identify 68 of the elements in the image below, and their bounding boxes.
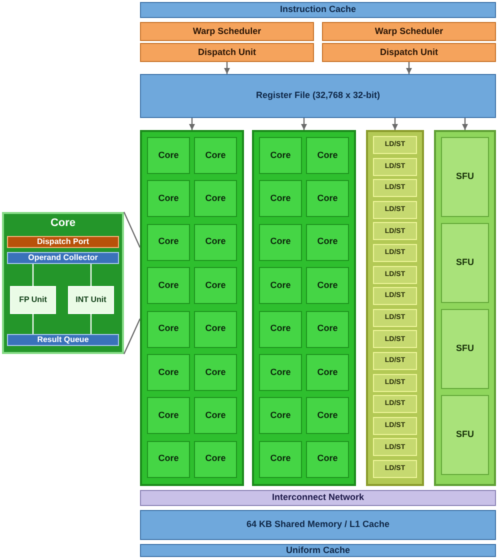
core-box: Core xyxy=(194,137,237,174)
core-box: Core xyxy=(259,224,302,261)
core-box: Core xyxy=(259,180,302,218)
dispatch-box: Dispatch Unit xyxy=(140,43,314,62)
core-box: Core xyxy=(147,354,190,391)
arrow xyxy=(189,118,195,130)
core-box: Core xyxy=(306,137,349,174)
sfu-box: SFU xyxy=(441,395,489,475)
sfu-panel xyxy=(434,130,496,486)
connector-line xyxy=(123,318,141,354)
register-file-box: Register File (32,768 x 32-bit) xyxy=(140,74,496,118)
dispatch-box: Dispatch Unit xyxy=(322,43,496,62)
core-box: Core xyxy=(194,397,237,434)
core-box: Core xyxy=(259,397,302,434)
core-box: Core xyxy=(147,224,190,261)
core-group-panel xyxy=(252,130,356,486)
unit-box: FP Unit xyxy=(10,286,56,314)
cache-bar: Instruction Cache xyxy=(140,2,496,18)
core-box: Core xyxy=(194,310,237,348)
arrow xyxy=(301,118,307,130)
arrow xyxy=(406,62,412,74)
core-box: Core xyxy=(306,310,349,348)
core-box: Core xyxy=(147,180,190,218)
arrow xyxy=(224,62,230,74)
core-box: Core xyxy=(147,137,190,174)
sfu-box: SFU xyxy=(441,223,489,303)
connector-line xyxy=(90,314,92,334)
core-detail-panel xyxy=(2,212,124,354)
core-box: Core xyxy=(194,440,237,478)
cache-bar: Uniform Cache xyxy=(140,544,496,557)
core-box: Core xyxy=(306,397,349,434)
connector-line xyxy=(123,212,141,248)
core-box: Core xyxy=(194,267,237,304)
core-box: Core xyxy=(259,310,302,348)
scheduler-box: Warp Scheduler xyxy=(140,22,314,41)
core-box: Core xyxy=(147,267,190,304)
core-box: Core xyxy=(259,137,302,174)
arrow xyxy=(462,118,468,130)
arrow xyxy=(392,118,398,130)
sfu-box: SFU xyxy=(441,309,489,389)
core-box: Core xyxy=(259,440,302,478)
core-group-panel xyxy=(140,130,244,486)
queue-bar: Result Queue xyxy=(7,334,119,346)
port-bar: Dispatch Port xyxy=(7,236,119,248)
network-bar: Interconnect Network xyxy=(140,490,496,506)
core-box: Core xyxy=(306,354,349,391)
scheduler-box: Warp Scheduler xyxy=(322,22,496,41)
panel-title: Core xyxy=(49,217,77,230)
core-box: Core xyxy=(194,354,237,391)
core-box: Core xyxy=(306,440,349,478)
connector-line xyxy=(32,314,34,334)
core-box: Core xyxy=(147,397,190,434)
connector-line xyxy=(32,264,34,286)
load-store-panel xyxy=(366,130,424,486)
memory-bar: 64 KB Shared Memory / L1 Cache xyxy=(140,510,496,540)
core-box: Core xyxy=(194,180,237,218)
core-box: Core xyxy=(147,440,190,478)
core-box: Core xyxy=(306,224,349,261)
core-box: Core xyxy=(306,267,349,304)
core-box: Core xyxy=(147,310,190,348)
core-box: Core xyxy=(259,267,302,304)
core-box: Core xyxy=(306,180,349,218)
connector-line xyxy=(90,264,92,286)
sfu-box: SFU xyxy=(441,137,489,217)
core-box: Core xyxy=(194,224,237,261)
unit-box: INT Unit xyxy=(68,286,114,314)
core-box: Core xyxy=(259,354,302,391)
collector-bar: Operand Collector xyxy=(7,252,119,264)
